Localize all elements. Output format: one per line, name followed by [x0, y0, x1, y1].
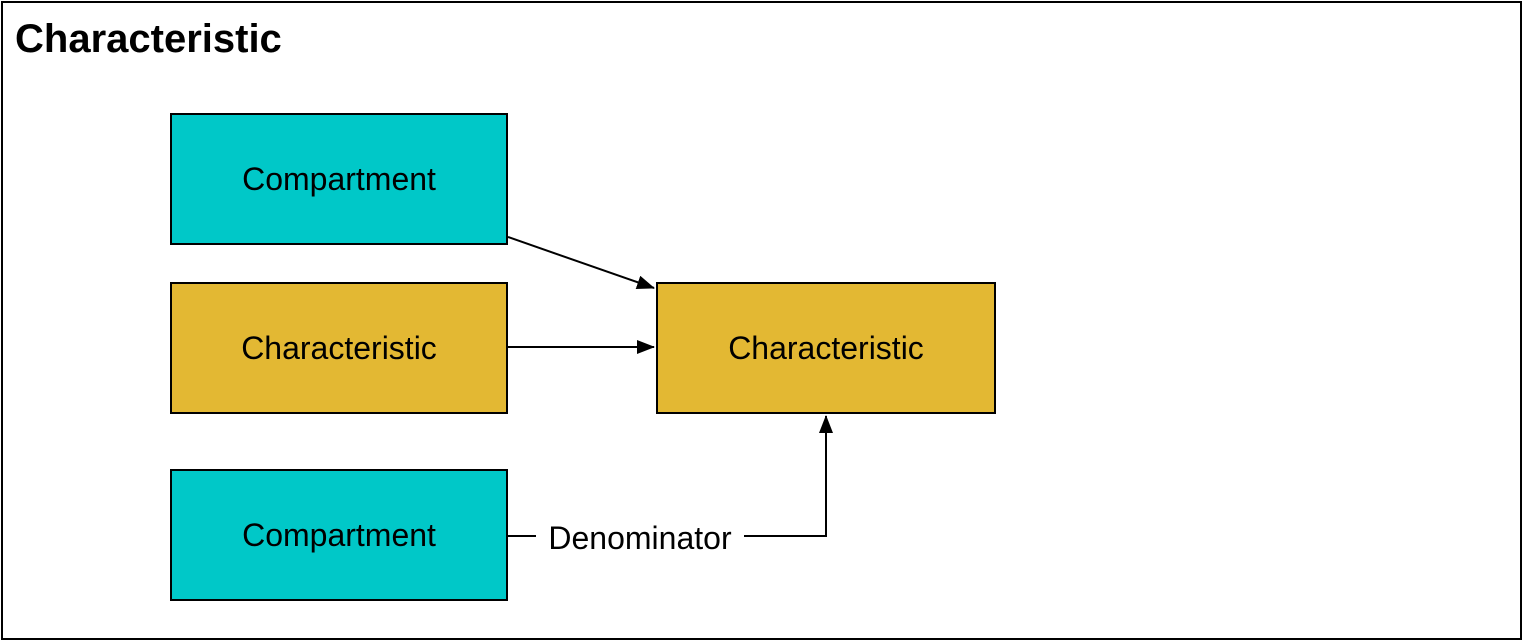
characteristic-node-input[interactable]: Characteristic — [170, 282, 508, 414]
compartment-node-bottom[interactable]: Compartment — [170, 469, 508, 601]
characteristic-node-label: Characteristic — [728, 329, 924, 366]
edge-compartment-top-to-characteristic — [507, 236, 655, 290]
denominator-edge-label: Denominator — [536, 518, 744, 558]
compartment-node-top[interactable]: Compartment — [170, 113, 508, 245]
compartment-node-label: Compartment — [242, 516, 436, 553]
frame-title: Characteristic — [15, 17, 282, 61]
characteristic-node-target[interactable]: Characteristic — [656, 282, 996, 414]
characteristic-node-label: Characteristic — [241, 329, 437, 366]
compartment-node-label: Compartment — [242, 160, 436, 197]
